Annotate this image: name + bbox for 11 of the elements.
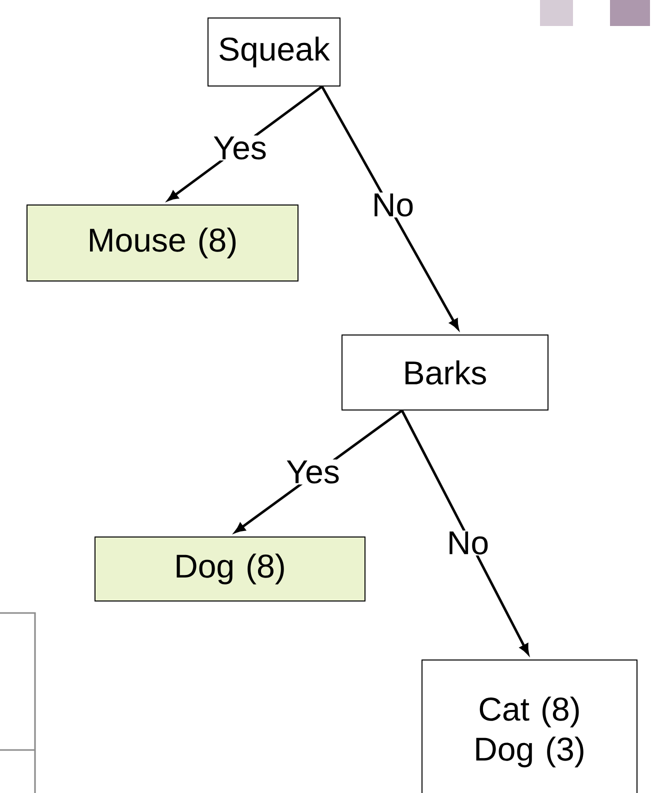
edge-label: Yes xyxy=(285,459,341,484)
edge-label: No xyxy=(370,192,416,218)
decision-box: Cat (8) Dog (3) xyxy=(422,660,638,793)
edge-label: No xyxy=(446,530,490,556)
leaf-box: Mouse (8) xyxy=(26,204,298,282)
decision-box: Squeak xyxy=(208,18,340,86)
edge-label: Yes xyxy=(212,135,268,160)
leaf-box: Dog (8) xyxy=(94,536,366,602)
decision-box: Barks xyxy=(342,334,548,410)
arrow xyxy=(400,410,529,654)
arrow xyxy=(320,86,459,330)
